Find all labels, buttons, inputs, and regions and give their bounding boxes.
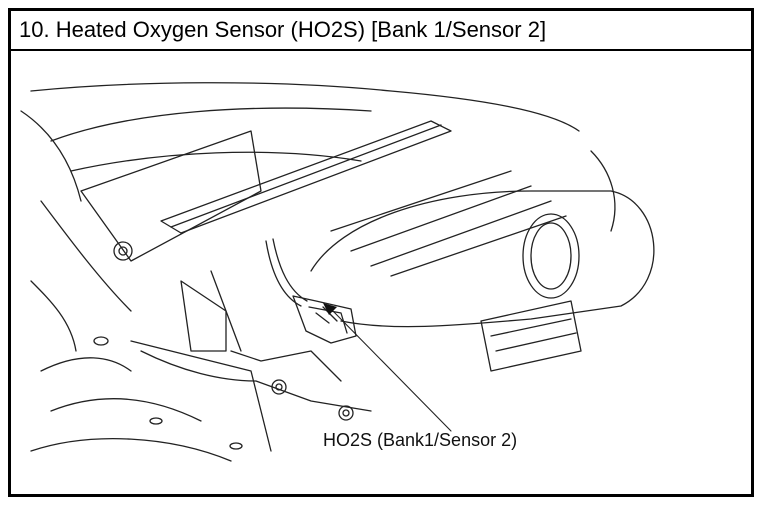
bolt-3 <box>338 405 354 421</box>
bolt-2 <box>271 379 287 395</box>
rail-panel <box>160 120 452 234</box>
document-frame: 10. Heated Oxygen Sensor (HO2S) [Bank 1/… <box>8 8 754 497</box>
bolt-1 <box>113 241 133 261</box>
sensor-illustration: HO2S (Bank1/Sensor 2) <box>11 51 751 494</box>
exhaust-pipe <box>310 190 655 328</box>
callout-label-ho2s: HO2S (Bank1/Sensor 2) <box>323 430 518 450</box>
engine-underside-drawing <box>20 82 655 462</box>
callout-leader <box>330 308 452 432</box>
ho2s-sensor <box>292 295 357 344</box>
callout-arrowhead <box>323 303 337 315</box>
pipe-end <box>522 213 580 299</box>
page-title: 10. Heated Oxygen Sensor (HO2S) [Bank 1/… <box>11 11 751 51</box>
